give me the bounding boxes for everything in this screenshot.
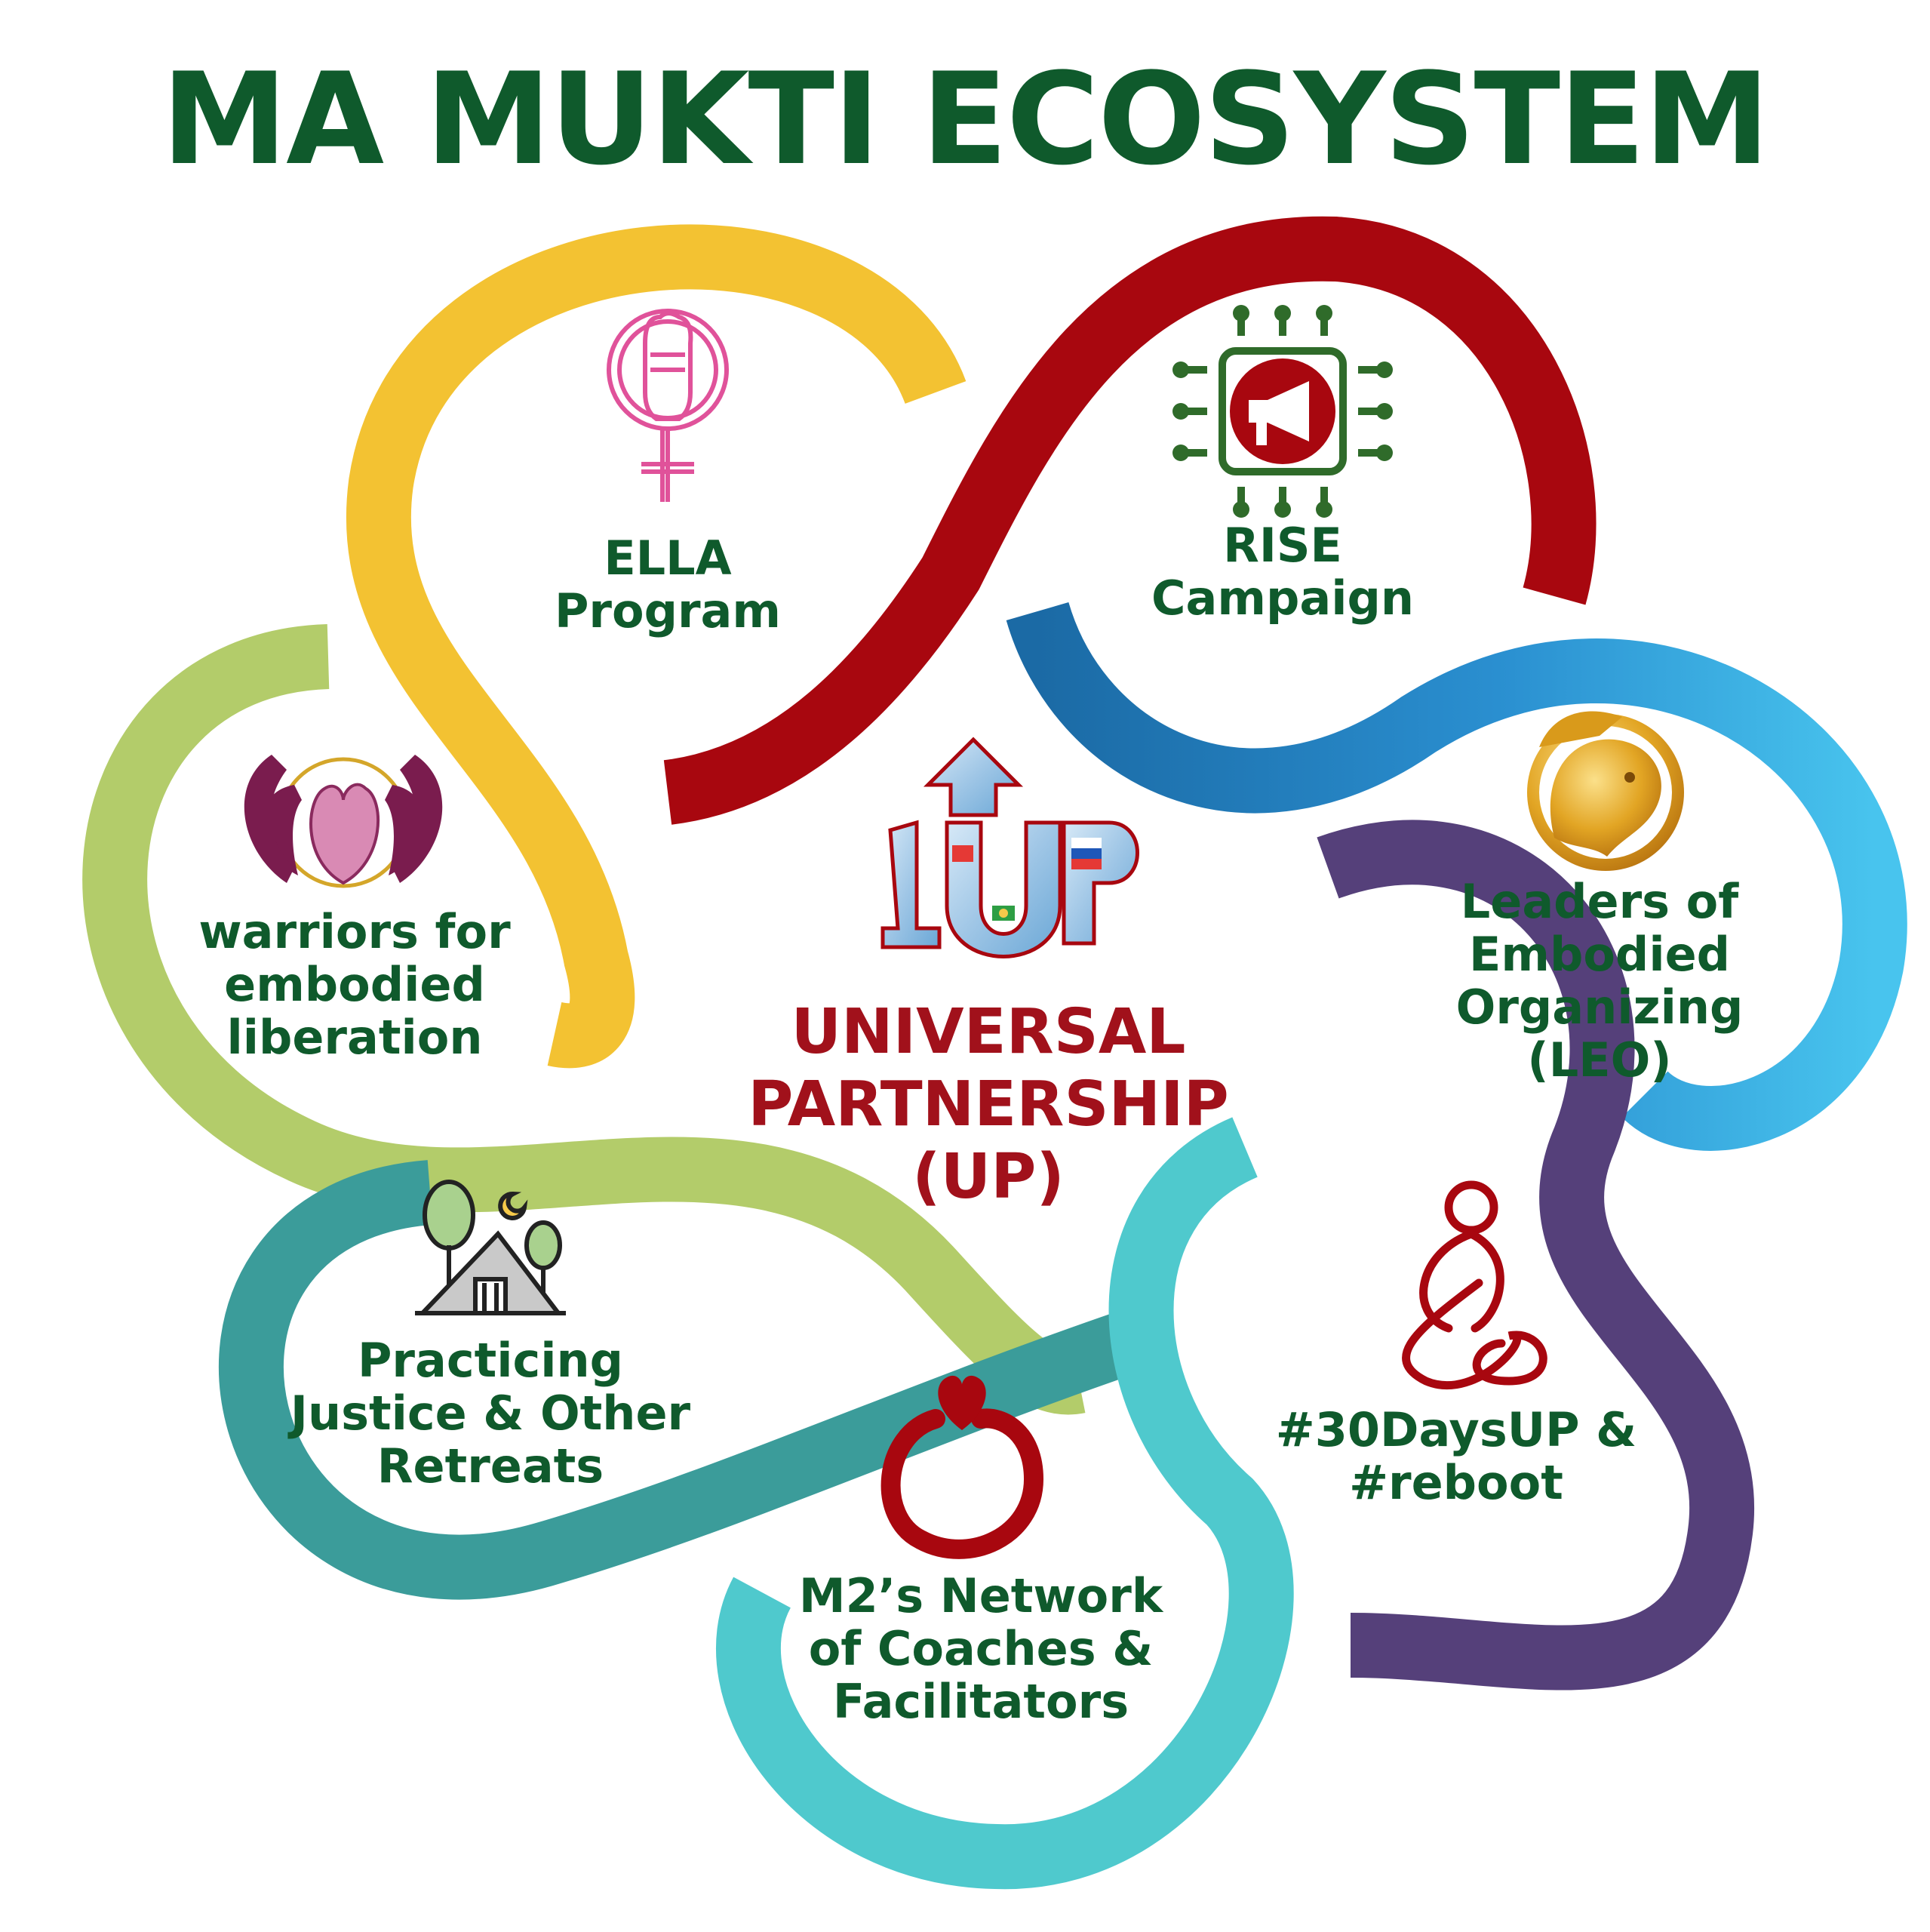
center-label-line-1: UNIVERSAL (791, 996, 1186, 1068)
ribbon-warriors (82, 624, 1086, 1415)
ribbon-ella (346, 224, 967, 1069)
label-ella-line-1: ELLA (604, 531, 732, 586)
center-label-line-3: (UP) (912, 1141, 1065, 1213)
label-retreats-line-1: Practicing (357, 1333, 624, 1388)
label-leo: Leaders of Embodied Organizing (LEO) (1434, 875, 1766, 1087)
up-arrow-globe-logo-icon (880, 737, 1139, 958)
label-leo-line-3: Organizing (1455, 980, 1744, 1035)
center-label-up: UNIVERSAL PARTNERSHIP (UP) (664, 996, 1313, 1214)
page-title: MA MUKTI ECOSYSTEM (161, 45, 1770, 193)
label-m2: M2’s Network of Coaches & Facilitators (770, 1570, 1192, 1728)
cabin-trees-icon (415, 1180, 566, 1315)
label-warriors-line-3: liberation (226, 1010, 483, 1065)
center-label-line-2: PARTNERSHIP (748, 1069, 1229, 1140)
label-ella-line-2: Program (554, 583, 781, 638)
lion-medallion-icon (1527, 711, 1684, 871)
label-leo-line-2: Embodied (1469, 927, 1730, 982)
label-leo-line-1: Leaders of (1460, 874, 1739, 929)
label-rise-line-1: RISE (1223, 518, 1342, 573)
label-m2-line-3: Facilitators (832, 1674, 1129, 1729)
label-retreats-line-2: Justice & Other (290, 1386, 691, 1441)
label-warriors: warriors for embodied liberation (174, 906, 536, 1064)
ribbon-retreats (218, 1160, 1136, 1600)
label-30days: #30DaysUP & #reboot (1252, 1404, 1660, 1509)
label-30days-line-1: #30DaysUP & (1275, 1402, 1637, 1457)
heart-circle-icon (880, 1375, 1044, 1559)
megaphone-network-icon (1172, 305, 1393, 518)
label-m2-line-2: of Coaches & (808, 1621, 1154, 1676)
winged-heart-icon (244, 755, 443, 888)
label-rise: RISE Campaign (1132, 519, 1434, 625)
label-leo-line-4: (LEO) (1527, 1032, 1672, 1088)
feminist-fist-icon (607, 309, 729, 502)
label-m2-line-1: M2’s Network (798, 1568, 1163, 1623)
label-retreats-line-3: Retreats (376, 1438, 604, 1494)
meditating-person-icon (1402, 1180, 1547, 1390)
label-retreats: Practicing Justice & Other Retreats (279, 1334, 702, 1493)
ribbon-m2 (716, 1117, 1294, 1890)
ribbon-rise (663, 216, 1597, 825)
label-rise-line-2: Campaign (1151, 571, 1414, 626)
label-30days-line-2: #reboot (1349, 1455, 1563, 1510)
ribbon-30days (1317, 820, 1754, 1690)
label-ella: ELLA Program (517, 532, 819, 638)
label-warriors-line-2: embodied (224, 957, 485, 1012)
ribbon-leo (1006, 601, 1907, 1151)
label-warriors-line-1: warriors for (198, 904, 511, 959)
